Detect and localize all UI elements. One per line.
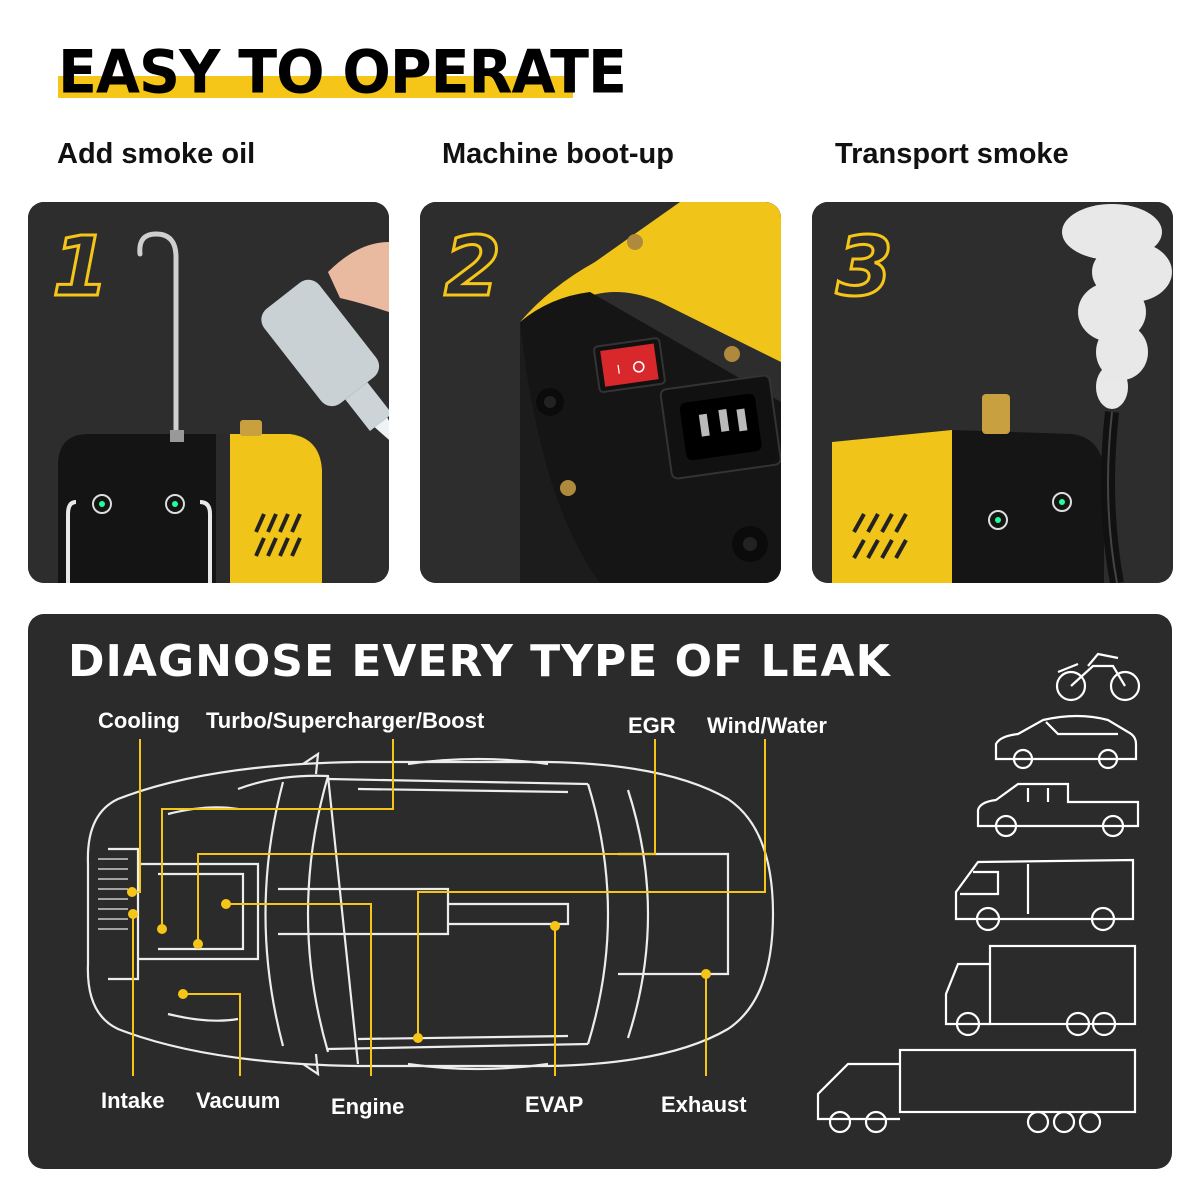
title-highlight-bar <box>58 76 573 98</box>
label-turbo: Turbo/Supercharger/Boost <box>206 708 485 733</box>
label-vacuum: Vacuum <box>196 1088 281 1113</box>
step-3-label: Transport smoke <box>835 138 1069 170</box>
step-1-photo: 1 <box>28 202 389 583</box>
smoke-output-illustration <box>812 202 1173 583</box>
power-switch-illustration: I <box>420 202 781 583</box>
diagnose-title: DIAGNOSE EVERY TYPE OF LEAK <box>68 636 891 687</box>
grille-lines <box>98 858 128 930</box>
van-icon <box>954 858 1135 932</box>
step-2-photo: I 2 <box>420 202 781 583</box>
page-title-text: EASY TO OPERATE <box>58 38 627 108</box>
label-cooling: Cooling <box>98 708 180 733</box>
label-intake: Intake <box>101 1088 165 1113</box>
svg-text:I: I <box>616 362 621 376</box>
step-2-label: Machine boot-up <box>442 138 674 170</box>
step-3-number: 3 <box>834 219 894 317</box>
car-outline <box>86 751 775 1077</box>
label-exhaust: Exhaust <box>661 1092 747 1117</box>
motorcycle-icon <box>1055 652 1141 702</box>
car-leak-diagram <box>86 652 1141 1134</box>
diagnose-panel: DIAGNOSE EVERY TYPE OF LEAK Cooling Turb… <box>28 614 1172 1169</box>
label-evap: EVAP <box>525 1092 584 1117</box>
step-2-number: 2 <box>442 219 502 317</box>
label-egr: EGR <box>628 713 676 738</box>
page-title: EASY TO OPERATE <box>58 38 627 107</box>
label-wind-water: Wind/Water <box>707 713 827 738</box>
pickup-truck-icon <box>976 782 1140 838</box>
semi-truck-icon <box>816 1048 1137 1134</box>
step-3-photo: 3 <box>812 202 1173 583</box>
leak-points <box>127 887 711 1043</box>
leader-lines <box>132 739 766 1076</box>
sedan-icon <box>994 714 1138 770</box>
label-engine: Engine <box>331 1094 405 1119</box>
step-1-label: Add smoke oil <box>57 138 256 170</box>
step-1-number: 1 <box>50 219 110 317</box>
box-truck-icon <box>944 944 1137 1037</box>
smoke-machine-oil-illustration <box>28 202 389 583</box>
